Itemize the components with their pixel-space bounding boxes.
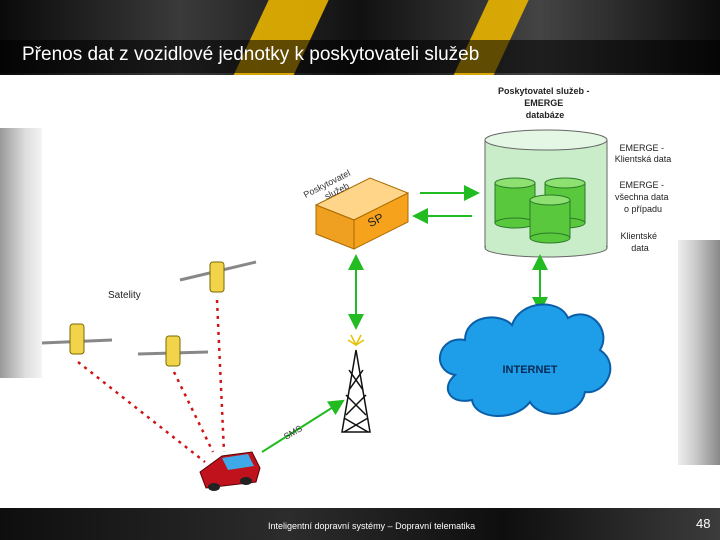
arrow-car-tower bbox=[261, 399, 345, 453]
footer-text: Inteligentní dopravní systémy – Dopravní… bbox=[268, 521, 476, 531]
slide-title: Přenos dat z vozidlové jednotky k poskyt… bbox=[22, 44, 480, 65]
radio-tower-icon bbox=[341, 334, 371, 433]
left-side-decoration bbox=[0, 128, 42, 378]
satellite-signals bbox=[77, 299, 226, 463]
satellite-icon bbox=[41, 323, 113, 355]
internet-label: INTERNET bbox=[503, 364, 558, 376]
satellite-icon bbox=[179, 260, 257, 293]
cylinder-clientdata-icon bbox=[529, 194, 571, 244]
database-icon bbox=[484, 129, 608, 258]
page-number: 48 bbox=[696, 516, 711, 531]
db-label-client: EMERGE - Klientská data bbox=[615, 143, 672, 164]
db-label-clientdata: Klientské data bbox=[620, 231, 659, 253]
db-label-all: EMERGE - všechna data o případu bbox=[615, 180, 671, 214]
cylinder-client-icon bbox=[494, 177, 536, 229]
satellite-icon bbox=[137, 335, 209, 367]
provider-heading: Poskytovatel služeb - EMERGE databáze bbox=[498, 86, 592, 120]
sms-label: SMS bbox=[282, 423, 304, 441]
service-provider-box: SP bbox=[314, 177, 410, 250]
footer-background bbox=[0, 508, 720, 540]
internet-cloud-icon: INTERNET bbox=[438, 303, 612, 417]
car-icon bbox=[199, 451, 261, 491]
right-side-decoration bbox=[678, 240, 720, 465]
title-bar bbox=[0, 40, 720, 73]
sp-label: SP bbox=[365, 210, 386, 230]
satellites-label: Satelity bbox=[108, 290, 141, 301]
